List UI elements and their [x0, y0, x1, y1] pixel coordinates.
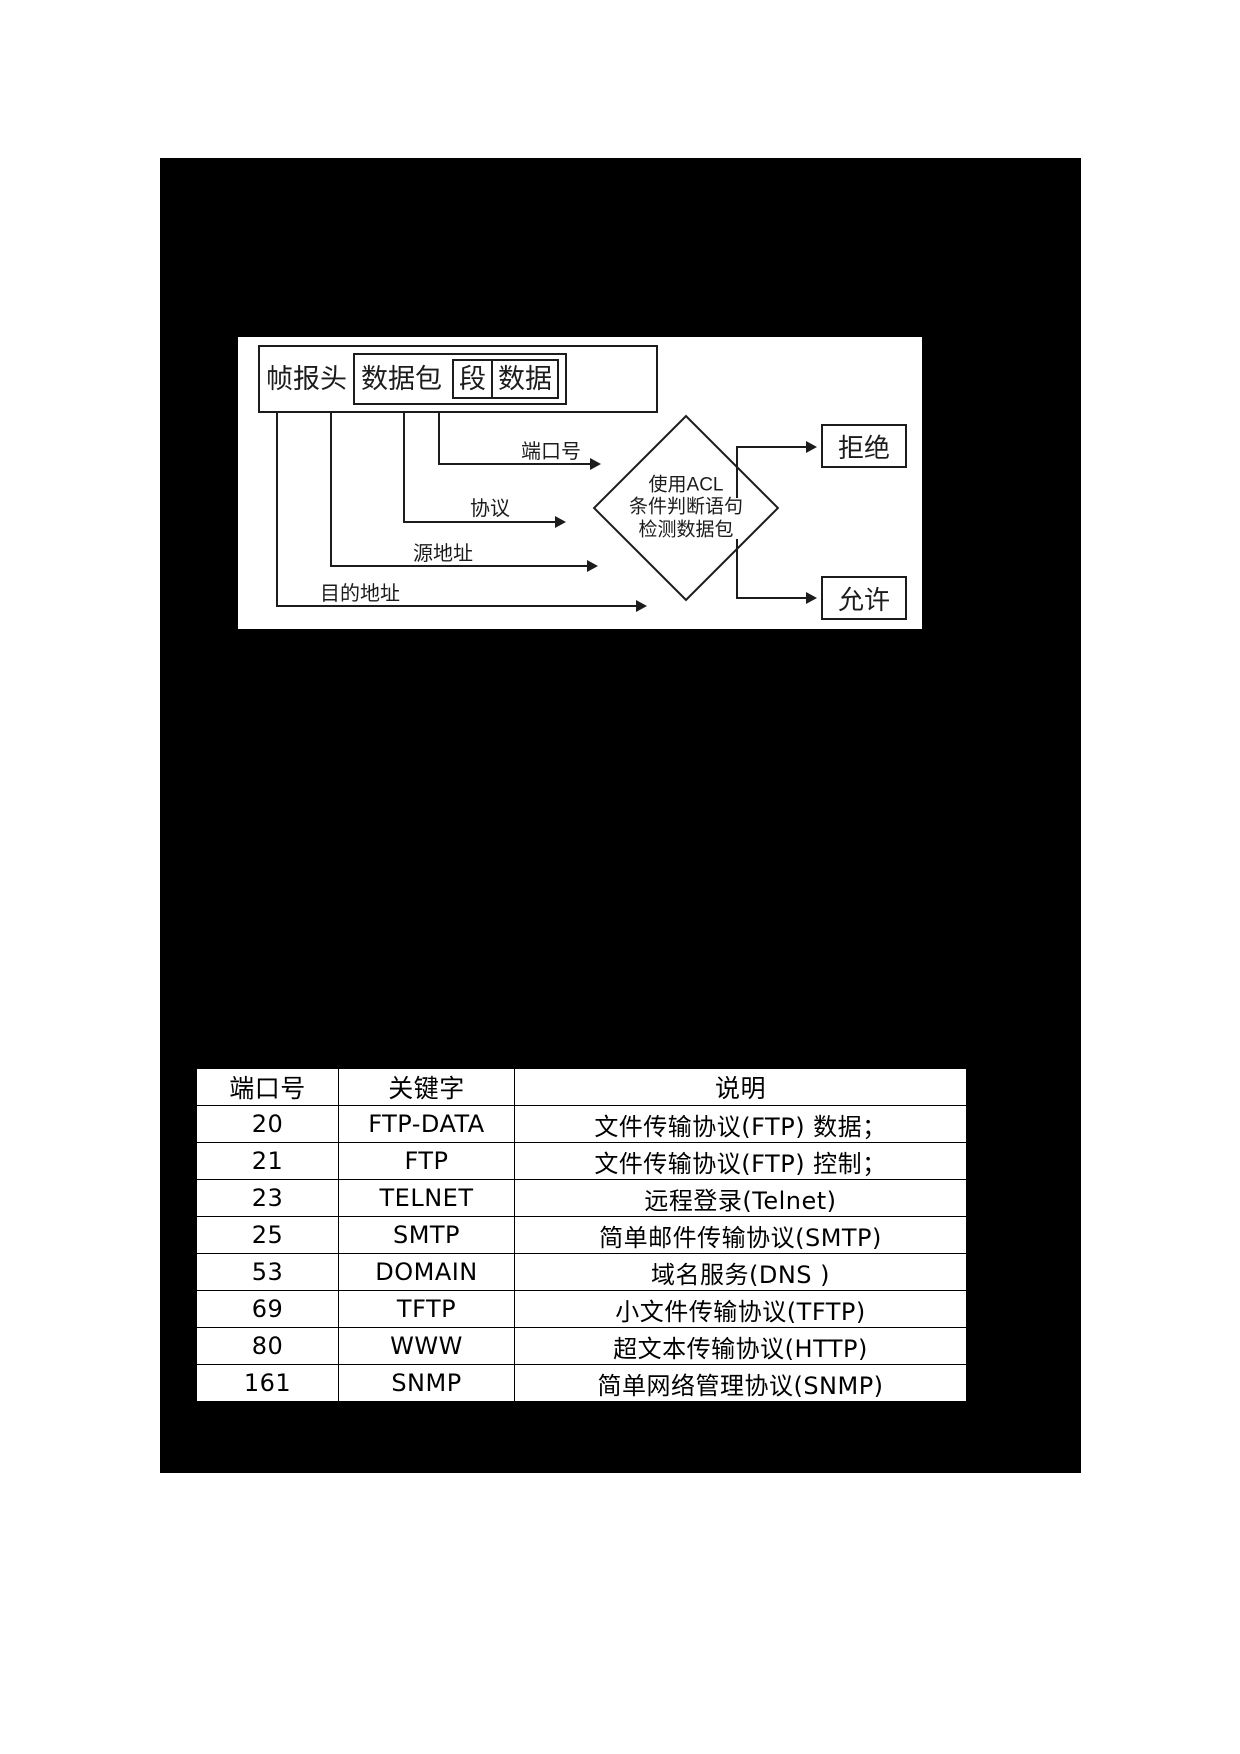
source-address-branch-arrowhead: [587, 560, 598, 572]
data-packet-box: 数据包 段 数据: [353, 353, 567, 405]
diamond-line-3: 检测数据包: [638, 519, 734, 541]
cell-description: 简单网络管理协议(SNMP): [514, 1364, 967, 1402]
cell-port: 80: [196, 1327, 339, 1365]
cell-description: 远程登录(Telnet): [514, 1179, 967, 1217]
table-header-row: 端口号 关键字 说明: [196, 1068, 967, 1106]
segment-divider: [491, 361, 493, 397]
diamond-text: 使用ACL 条件判断语句 检测数据包: [593, 474, 779, 541]
cell-keyword: FTP: [338, 1142, 515, 1180]
protocol-branch-vertical-line: [403, 413, 405, 523]
cell-keyword: TELNET: [338, 1179, 515, 1217]
deny-path-vertical-line: [736, 446, 738, 498]
diamond-line-2: 条件判断语句: [628, 496, 743, 518]
acl-packet-flow-diagram: 帧报头 数据包 段 数据 端口号 协议 源地址 目的地址: [238, 337, 922, 629]
protocol-flow-label: 协议: [470, 498, 510, 520]
cell-keyword: SMTP: [338, 1216, 515, 1254]
allow-path-arrowhead: [806, 592, 817, 604]
allow-path-horizontal-line: [736, 597, 809, 599]
cell-port: 20: [196, 1105, 339, 1143]
segment-box: 段 数据: [452, 359, 559, 399]
port-number-flow-label: 端口号: [521, 441, 581, 463]
cell-port: 69: [196, 1290, 339, 1328]
cell-keyword: SNMP: [338, 1364, 515, 1402]
source-address-branch-vertical-line: [330, 413, 332, 567]
deny-label: 拒绝: [837, 432, 890, 463]
packet-structure-frame: 帧报头 数据包 段 数据: [258, 345, 658, 413]
cell-description: 文件传输协议(FTP) 控制；: [514, 1142, 967, 1180]
column-header-port: 端口号: [196, 1068, 339, 1106]
deny-path-horizontal-line: [736, 446, 809, 448]
acl-decision-diamond: 使用ACL 条件判断语句 检测数据包: [592, 414, 780, 602]
segment-cell: 段: [454, 361, 491, 397]
cell-keyword: TFTP: [338, 1290, 515, 1328]
segment-data-cell: 数据: [493, 361, 557, 397]
deny-result-box[interactable]: 拒绝: [821, 424, 907, 468]
allow-result-box[interactable]: 允许: [821, 576, 907, 620]
allow-label: 允许: [837, 584, 890, 615]
cell-keyword: WWW: [338, 1327, 515, 1365]
cell-port: 23: [196, 1179, 339, 1217]
cell-port: 161: [196, 1364, 339, 1402]
destination-address-branch-horizontal-line: [276, 605, 640, 607]
protocol-branch-arrowhead: [555, 516, 566, 528]
cell-description: 超文本传输协议(HTTP): [514, 1327, 967, 1365]
frame-header-cell: 帧报头: [260, 363, 353, 394]
destination-address-flow-label: 目的地址: [320, 583, 400, 605]
segment-label: 段: [459, 363, 486, 394]
cell-description: 域名服务(DNS ): [514, 1253, 967, 1291]
data-packet-label: 数据包: [361, 363, 442, 394]
allow-path-vertical-line: [736, 539, 738, 599]
destination-address-branch-vertical-line: [276, 413, 278, 607]
column-header-description: 说明: [514, 1068, 967, 1106]
cell-description: 简单邮件传输协议(SMTP): [514, 1216, 967, 1254]
port-branch-horizontal-line: [438, 463, 593, 465]
cell-keyword: DOMAIN: [338, 1253, 515, 1291]
frame-header-label: 帧报头: [266, 363, 347, 394]
diamond-line-1: 使用ACL: [648, 474, 724, 496]
cell-description: 文件传输协议(FTP) 数据；: [514, 1105, 967, 1143]
source-address-branch-horizontal-line: [330, 565, 590, 567]
cell-port: 53: [196, 1253, 339, 1291]
destination-address-branch-arrowhead: [636, 600, 647, 612]
protocol-branch-horizontal-line: [403, 521, 558, 523]
cell-port: 25: [196, 1216, 339, 1254]
column-header-keyword: 关键字: [338, 1068, 515, 1106]
source-address-flow-label: 源地址: [413, 543, 473, 565]
segment-data-label: 数据: [498, 363, 552, 394]
port-branch-arrowhead: [590, 458, 601, 470]
port-branch-vertical-line: [438, 413, 440, 465]
cell-description: 小文件传输协议(TFTP): [514, 1290, 967, 1328]
cell-keyword: FTP-DATA: [338, 1105, 515, 1143]
deny-path-arrowhead: [806, 441, 817, 453]
cell-port: 21: [196, 1142, 339, 1180]
